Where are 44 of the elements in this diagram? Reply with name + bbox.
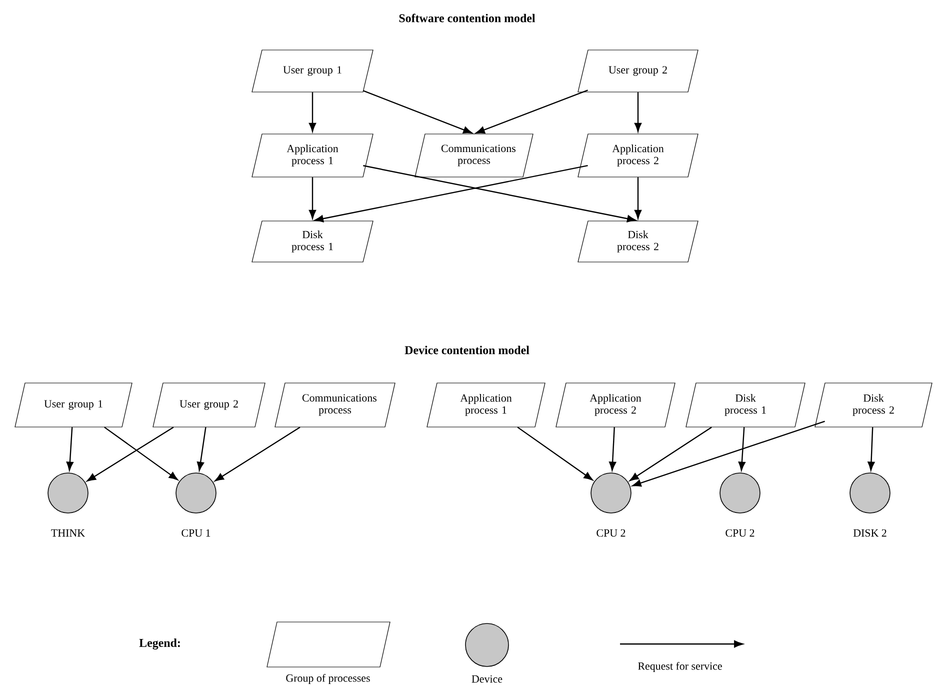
- arrow: [308, 92, 316, 132]
- arrow: [66, 427, 74, 471]
- arrow: [632, 420, 825, 487]
- process-box: User group 1: [252, 50, 374, 92]
- legend-item: Group of processes: [266, 622, 390, 684]
- arrow: [214, 426, 300, 482]
- process-box: Communications process: [414, 134, 534, 178]
- device-label: CPU 2: [596, 529, 626, 537]
- process-box: Communications process: [274, 382, 396, 428]
- arrow: [634, 92, 642, 132]
- arrow: [104, 426, 178, 480]
- process-box: Disk process 2: [814, 382, 932, 428]
- arrow: [308, 177, 316, 219]
- device-label: CPU 2: [726, 529, 754, 537]
- arrow: [196, 427, 206, 471]
- section-heading: Device contention model: [404, 346, 530, 354]
- arrow: [868, 427, 875, 471]
- arrow: [630, 426, 712, 482]
- process-box: Application process 1: [252, 134, 374, 178]
- process-box: Application process 2: [556, 382, 676, 428]
- process-box: Disk process 2: [578, 220, 698, 262]
- arrow: [314, 164, 588, 222]
- arrow: [476, 90, 588, 134]
- arrow: [517, 426, 593, 480]
- legend-item: Request for service: [620, 640, 744, 672]
- device-label: CPU 1: [182, 529, 210, 537]
- process-box: User group 2: [578, 50, 698, 92]
- arrow: [86, 426, 174, 482]
- legend-item: Device: [465, 623, 509, 683]
- arrow: [738, 427, 746, 471]
- device-label: DISK 2: [853, 529, 886, 537]
- arrow: [609, 427, 616, 471]
- diagram-title: Software contention model: [399, 14, 536, 22]
- process-box: Application process 2: [578, 134, 698, 178]
- device-label: THINK: [51, 529, 85, 537]
- process-box: User group 2: [152, 382, 266, 428]
- process-box: Disk process 1: [686, 382, 806, 428]
- process-box: Application process 1: [426, 382, 546, 428]
- arrow: [363, 165, 636, 222]
- process-box: Disk process 1: [252, 220, 374, 262]
- arrow: [634, 177, 642, 219]
- process-box: User group 1: [14, 382, 132, 428]
- legend-title: Legend:: [139, 638, 180, 650]
- arrow: [362, 90, 472, 134]
